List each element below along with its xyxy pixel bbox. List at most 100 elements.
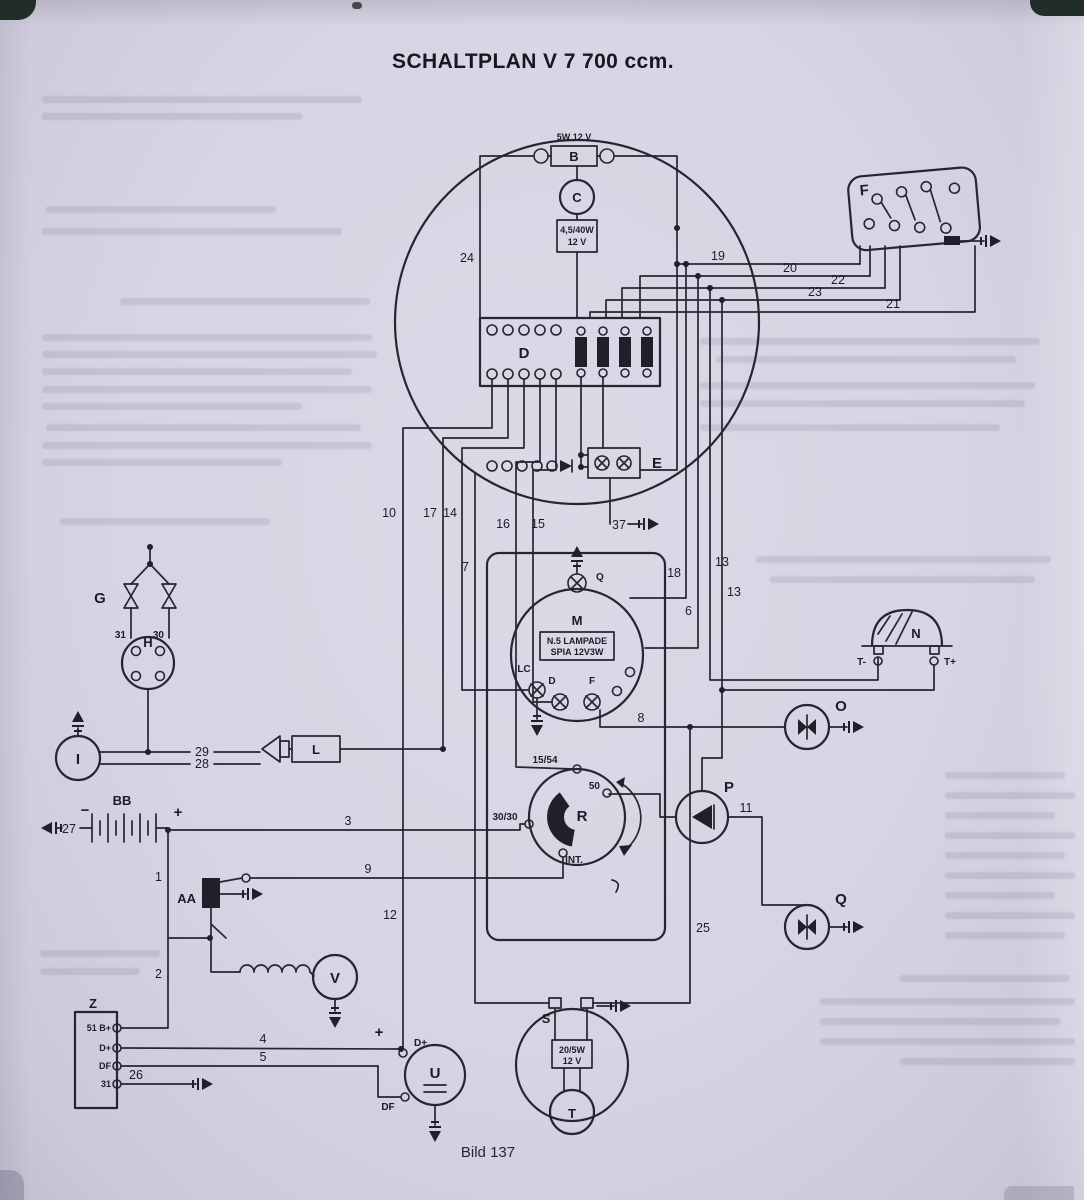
component-G: G 31 30 <box>94 544 177 641</box>
key-rotation-arc <box>621 783 642 850</box>
wire-1: 1 <box>155 870 162 884</box>
wire-14: 14 <box>443 506 457 520</box>
wire-5: 5 <box>260 1050 267 1064</box>
fuse-1 <box>575 337 587 367</box>
wire-9: 9 <box>365 862 372 876</box>
label-G: G <box>94 590 106 607</box>
component-C: C 4,5/40W 12 V <box>556 165 598 319</box>
scan-artifact-bottom-right <box>1004 1186 1074 1200</box>
label-U: U <box>430 1065 441 1082</box>
label-H: H <box>143 635 152 650</box>
wire-13b: 13 <box>727 585 741 599</box>
label-R: R <box>577 808 588 825</box>
z-term-51b: 51 B+ <box>87 1023 111 1033</box>
m-note-1: N.5 LAMPADE <box>547 636 607 646</box>
g-term-30: 30 <box>153 630 165 641</box>
r-term-int: INT. <box>565 855 583 866</box>
label-Q: Q <box>835 891 847 908</box>
component-Z: Z 51 B+ D+ DF 31 4 5 26 <box>73 996 402 1110</box>
coil-symbol <box>239 964 311 973</box>
z-term-dplus: D+ <box>99 1043 111 1053</box>
switch-sector <box>547 792 575 847</box>
wire-6: 6 <box>685 604 692 618</box>
r-term-50: 50 <box>589 781 601 792</box>
s-rating-1: 20/5W <box>559 1045 586 1055</box>
wire-11: 11 <box>740 801 753 815</box>
wire-29: 29 <box>195 745 209 759</box>
label-C: C <box>572 190 582 205</box>
top-wire-bundle: 24 19 20 22 23 21 <box>460 155 976 471</box>
n-term-plus: T+ <box>944 657 956 668</box>
wire-4: 4 <box>260 1032 267 1046</box>
u-plus-sign: + <box>375 1024 384 1041</box>
wire-7: 7 <box>462 560 469 574</box>
right-wire-bundle: 18 6 13 13 <box>629 261 935 792</box>
battery-minus: − <box>81 802 90 819</box>
m-lamp-lc: LC <box>517 664 530 675</box>
component-V: V <box>311 953 359 1029</box>
u-term-dplus: D+ <box>414 1038 427 1049</box>
instrument-housing <box>485 545 667 942</box>
component-BB-battery: BB − + 27 3 1 2 <box>40 793 526 1029</box>
r-term-30-30: 30/30 <box>492 812 517 823</box>
label-T: T <box>568 1106 576 1121</box>
scan-artifact-top-mark <box>352 2 362 9</box>
u-term-df: DF <box>381 1102 394 1113</box>
wire-19: 19 <box>711 249 725 263</box>
r-term-15-54: 15/54 <box>532 755 557 766</box>
scan-artifact-top-right <box>1030 0 1084 16</box>
component-S: 25 S 20/5W 12 V T <box>514 726 710 1136</box>
wire-27: 27 <box>62 822 76 836</box>
label-I: I <box>76 751 80 768</box>
component-H: H <box>120 635 176 753</box>
label-Z: Z <box>89 996 97 1011</box>
b-rating: 5W 12 V <box>557 132 592 142</box>
horn-symbol <box>692 805 712 829</box>
component-AA: AA 9 <box>177 856 564 977</box>
component-Q: Q <box>783 891 865 951</box>
diode-symbol <box>560 460 572 472</box>
label-O: O <box>835 698 847 715</box>
wire-18: 18 <box>667 566 681 580</box>
component-R: R 15/54 50 30/30 INT. <box>492 755 642 893</box>
scan-artifact-top-left <box>0 0 36 20</box>
component-L: L <box>261 735 446 763</box>
page-title: SCHALTPLAN V 7 700 ccm. <box>392 50 674 73</box>
z-term-df: DF <box>99 1061 111 1071</box>
component-I: I 29 28 <box>54 710 261 782</box>
wire-26: 26 <box>129 1068 143 1082</box>
component-P: P 11 <box>608 779 808 906</box>
label-F: F <box>859 182 870 200</box>
component-D: D <box>478 316 662 388</box>
c-rating-2: 12 V <box>568 237 587 247</box>
s-rating-2: 12 V <box>563 1056 582 1066</box>
label-S: S <box>542 1011 551 1026</box>
component-N: N T- T+ <box>857 608 956 668</box>
wire-15: 15 <box>531 517 545 531</box>
label-P: P <box>724 779 734 796</box>
wire-22: 22 <box>831 273 845 287</box>
wire-10: 10 <box>382 506 396 520</box>
f-contact-block <box>944 236 960 245</box>
fuse-2 <box>597 337 609 367</box>
m-lamp-q: Q <box>596 572 604 583</box>
m-note-2: SPIA 12V3W <box>551 647 604 657</box>
wire-20: 20 <box>783 261 797 275</box>
wire-3: 3 <box>345 814 352 828</box>
label-AA: AA <box>177 891 196 906</box>
label-M: M <box>572 613 583 628</box>
label-E: E <box>652 455 662 472</box>
m-lamp-d: D <box>548 676 555 687</box>
fuse-3 <box>619 337 631 367</box>
headlamp-shell-circle <box>393 138 761 506</box>
left-wire-bundle: 10 17 14 16 15 7 12 <box>382 379 574 1050</box>
component-F: F <box>847 166 1002 252</box>
component-E: E 37 <box>486 376 662 532</box>
component-M: Q M N.5 LAMPADE SPIA 12V3W LC D F <box>509 572 645 737</box>
wire-37: 37 <box>612 518 626 532</box>
g-term-31: 31 <box>115 630 127 641</box>
component-U: U D+ DF + <box>375 1024 467 1143</box>
wire-23: 23 <box>808 285 822 299</box>
